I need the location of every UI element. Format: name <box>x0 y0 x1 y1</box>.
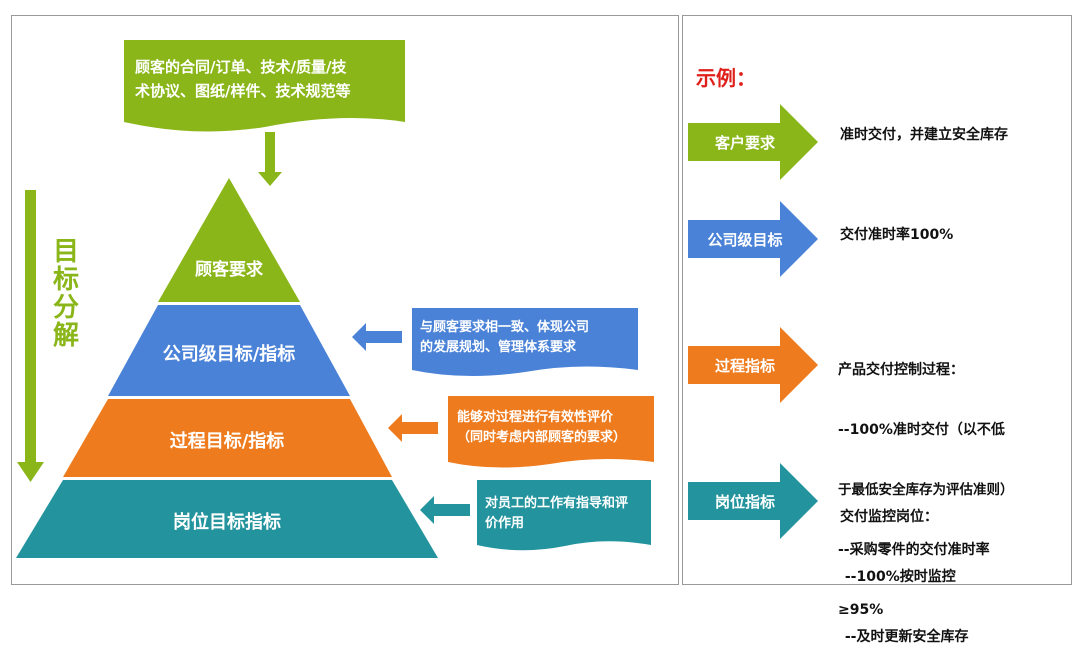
example-desc-process: 产品交付控制过程： --100%准时交付（以不低 于最低安全库存为评估准则） -… <box>838 320 1014 640</box>
diagram-graphics <box>16 40 818 558</box>
example-arrow-position <box>688 463 818 539</box>
example-desc-line: --及时更新安全库存 <box>840 629 969 645</box>
decomposition-arrow <box>17 190 44 482</box>
side-label: 目 标 分 解 <box>49 238 83 350</box>
blue-note-line1: 与顾客要求相一致、体现公司 <box>420 320 590 335</box>
orange-note-arrow <box>388 414 438 442</box>
input-text-line2: 术协议、图纸/样件、技术规范等 <box>135 82 351 100</box>
pyramid-label-customer: 顾客要求 <box>195 260 263 280</box>
example-desc-position: 交付监控岗位： --100%按时监控 --及时更新安全库存 <box>840 467 969 667</box>
example-arrow-label-position: 岗位指标 <box>714 493 775 511</box>
example-desc-line: --采购零件的交付准时率 <box>838 542 990 558</box>
example-desc-line: --100%按时监控 <box>840 569 956 585</box>
example-desc-line: 于最低安全库存为评估准则） <box>838 482 1014 498</box>
example-arrow-customer <box>688 104 818 180</box>
example-desc-customer: 准时交付，并建立安全库存 <box>840 126 1008 145</box>
orange-note-shape <box>448 396 654 468</box>
teal-note-line1: 对员工的工作有指导和评 <box>485 496 629 511</box>
example-desc-line: --100%准时交付（以不低 <box>838 422 1005 438</box>
blue-note-shape <box>412 308 638 377</box>
example-arrow-label-process: 过程指标 <box>714 357 775 375</box>
blue-note-line2: 的发展规划、管理体系要求 <box>420 340 577 355</box>
example-title: 示例： <box>696 66 756 90</box>
teal-note-shape <box>477 480 651 551</box>
example-arrow-label-company: 公司级目标 <box>707 231 783 249</box>
example-desc-line: 交付准时率100% <box>840 227 954 243</box>
blue-note-arrow <box>352 323 402 351</box>
example-arrow-company <box>688 201 818 277</box>
side-label-char: 目 <box>52 237 79 267</box>
pyramid-label-company: 公司级目标/指标 <box>162 344 296 365</box>
example-arrow-process <box>688 327 818 403</box>
input-document-shape <box>124 40 405 132</box>
input-text-line1: 顾客的合同/订单、技术/质量/技 <box>135 58 347 76</box>
example-desc-company: 交付准时率100% <box>840 226 953 245</box>
teal-note-arrow <box>420 496 470 524</box>
orange-note-line2: （同时考虑内部顾客的要求） <box>457 430 627 445</box>
example-desc-line: 准时交付，并建立安全库存 <box>840 127 1008 143</box>
pyramid-level-company <box>108 305 350 396</box>
pyramid-level-position <box>16 480 438 558</box>
side-label-char: 标 <box>52 265 79 295</box>
side-label-char: 解 <box>52 321 79 351</box>
pyramid-label-position: 岗位目标指标 <box>173 512 281 533</box>
example-desc-line: 交付监控岗位： <box>840 509 938 525</box>
pyramid-level-process <box>63 399 392 477</box>
example-arrow-label-customer: 客户要求 <box>714 134 775 152</box>
teal-note-line2: 价作用 <box>485 516 525 531</box>
side-label-char: 分 <box>52 293 79 323</box>
pyramid-label-process: 过程目标/指标 <box>169 431 285 452</box>
example-desc-line: 产品交付控制过程： <box>838 362 964 378</box>
orange-note-line1: 能够对过程进行有效性评价 <box>457 410 614 425</box>
pyramid-level-customer <box>158 178 300 302</box>
input-down-arrow <box>258 132 282 186</box>
